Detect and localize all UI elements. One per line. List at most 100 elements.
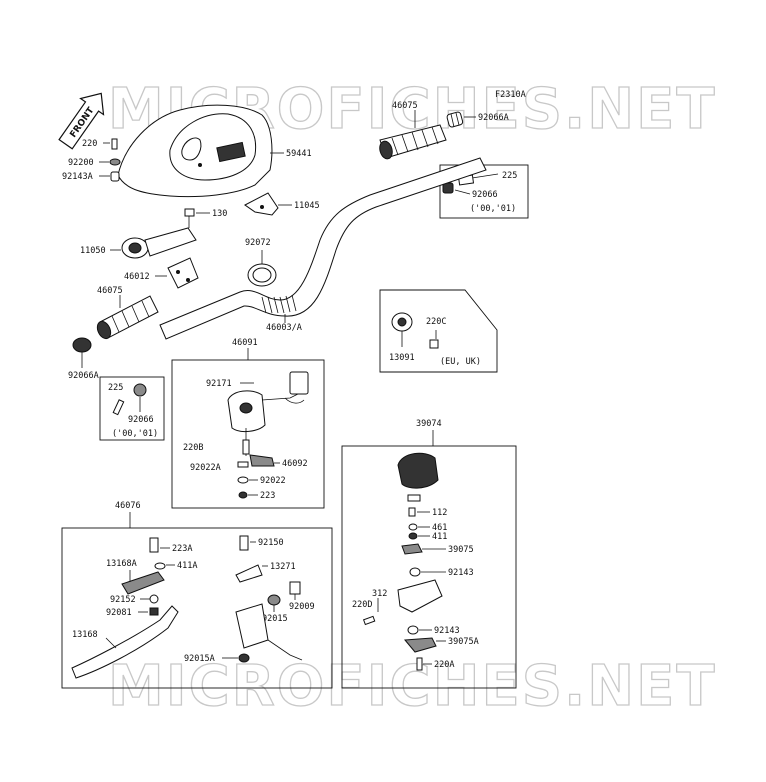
label-11050: 11050	[80, 246, 106, 256]
label-92200: 92200	[68, 158, 94, 168]
label-411A: 411A	[177, 561, 197, 571]
label-59441: 59441	[286, 149, 312, 159]
screw-112	[408, 507, 416, 517]
label-225-right: 225	[502, 171, 517, 181]
label-92009: 92009	[289, 602, 315, 612]
label-92066-right: 92066	[472, 190, 498, 200]
collar-92015	[267, 594, 281, 606]
lever-13168	[71, 605, 179, 679]
label-46075-top: 46075	[392, 101, 418, 111]
collar-92143	[409, 567, 421, 577]
lever-46092	[249, 454, 275, 467]
grip-46075-left	[96, 295, 159, 340]
label-92015: 92015	[262, 614, 288, 624]
label-46092: 46092	[282, 459, 308, 469]
label-13168A: 13168A	[106, 559, 137, 569]
label-92066A-top: 92066A	[478, 113, 509, 123]
adjuster-92009	[289, 581, 301, 595]
label-112: 112	[432, 508, 447, 518]
screw-220C	[429, 339, 439, 349]
label-92143b: 92143	[434, 626, 460, 636]
holder-11050	[121, 227, 197, 259]
label-92152: 92152	[110, 595, 136, 605]
label-220B: 220B	[183, 443, 203, 453]
label-411: 411	[432, 532, 447, 542]
screw-220D	[362, 615, 376, 626]
label-92066A-left: 92066A	[68, 371, 99, 381]
box-39074	[341, 445, 517, 689]
label-46003A: 46003/A	[266, 323, 302, 333]
label-13091: 13091	[389, 353, 415, 363]
label-46091: 46091	[232, 338, 258, 348]
label-220C: 220C	[426, 317, 446, 327]
handlebar-46003A	[159, 157, 487, 340]
label-39075A: 39075A	[448, 637, 479, 647]
label-92150: 92150	[258, 538, 284, 548]
label-92022: 92022	[260, 476, 286, 486]
label-39074: 39074	[416, 419, 442, 429]
switch-housing-46091	[227, 371, 309, 433]
label-92081: 92081	[106, 608, 132, 618]
nut-223	[238, 491, 248, 499]
washer-461	[408, 523, 418, 531]
note-left: ('00,'01)	[112, 429, 158, 439]
label-46075-left: 46075	[97, 286, 123, 296]
label-92072: 92072	[245, 238, 271, 248]
label-223: 223	[260, 491, 275, 501]
screw-220	[103, 138, 118, 150]
pin-92152	[149, 594, 159, 604]
label-46076: 46076	[115, 501, 141, 511]
meter-cover-59441	[117, 104, 273, 198]
note-right: ('00,'01)	[470, 204, 516, 214]
bolt-225-left	[112, 399, 125, 416]
box-eu-uk	[379, 289, 498, 373]
collar-92143A	[110, 171, 120, 182]
collar-92143b	[407, 625, 419, 635]
washer-411A	[154, 562, 166, 570]
bolt-223A	[149, 537, 159, 553]
watermark-bottom: MICROFICHES.NET	[108, 654, 717, 719]
note-eu: (EU, UK)	[440, 357, 481, 367]
washer-411	[408, 532, 418, 540]
nut-92015A	[238, 653, 250, 663]
label-312: 312	[372, 589, 387, 599]
screw-220B	[242, 439, 250, 455]
spacer-92022A	[237, 461, 249, 468]
plug-92066-left	[133, 383, 147, 397]
grip-46075-right	[379, 124, 447, 160]
clamp-92072	[247, 263, 277, 287]
bracket-top-39074	[407, 494, 421, 502]
label-39075: 39075	[448, 545, 474, 555]
screw-220A	[416, 657, 423, 671]
master-cylinder-39074	[397, 579, 443, 613]
label-130: 130	[212, 209, 227, 219]
label-92143: 92143	[448, 568, 474, 578]
label-461: 461	[432, 523, 447, 533]
box-225-92066-left	[99, 376, 165, 441]
label-46012: 46012	[124, 272, 150, 282]
lever-39075A	[403, 637, 437, 653]
bracket-13271	[235, 564, 263, 583]
plug-92066-right	[442, 182, 454, 194]
label-13271: 13271	[270, 562, 296, 572]
label-220A: 220A	[434, 660, 454, 670]
cover-39074	[397, 452, 439, 489]
bolt-92150	[239, 535, 249, 551]
label-11045: 11045	[294, 201, 320, 211]
label-92015A: 92015A	[184, 654, 215, 664]
box-46076	[61, 527, 333, 689]
holder-46012	[167, 257, 199, 289]
grip-end-92066A-right	[446, 111, 464, 128]
washer-92022	[237, 476, 249, 484]
label-225-left: 225	[108, 383, 123, 393]
bracket-11045	[244, 192, 279, 216]
bracket-13168A	[121, 571, 165, 595]
switch-body-46076	[235, 603, 269, 649]
label-92022A: 92022A	[190, 463, 221, 473]
figure-code: F2310A	[495, 90, 526, 100]
bolt-130	[184, 208, 195, 228]
label-220: 220	[82, 139, 97, 149]
washer-92200	[109, 158, 121, 166]
plate-39075	[401, 543, 423, 555]
